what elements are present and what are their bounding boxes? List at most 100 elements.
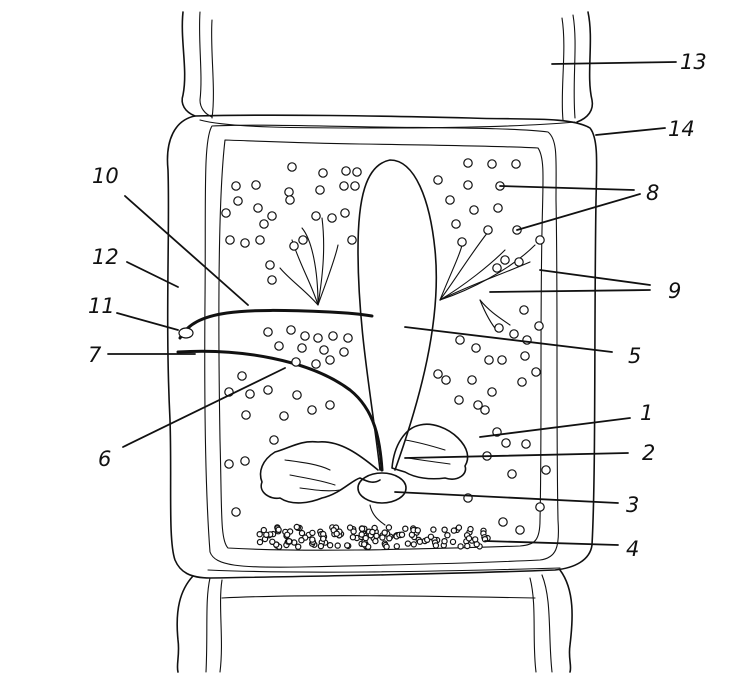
granule: [315, 185, 325, 195]
granule: [454, 395, 464, 405]
granule: [311, 211, 321, 221]
granule: [473, 400, 483, 410]
granule: [509, 329, 519, 339]
granule: [480, 405, 490, 415]
filament: [301, 227, 319, 306]
basal-body: [357, 472, 407, 504]
granule: [535, 235, 545, 245]
granule: [265, 260, 275, 270]
label-9: 9: [668, 279, 681, 303]
granule: [352, 167, 362, 177]
sediment-particle: [358, 525, 366, 532]
granule: [339, 347, 349, 357]
granule: [535, 502, 545, 512]
granule: [255, 235, 265, 245]
filament: [317, 217, 325, 306]
sediment-particle: [373, 532, 380, 540]
granule: [284, 187, 294, 197]
leader-1: [479, 417, 631, 438]
leader-5: [404, 326, 613, 353]
sediment-particle: [372, 537, 379, 545]
filament: [439, 249, 506, 301]
granule: [483, 225, 493, 235]
granule: [237, 371, 247, 381]
granule: [289, 241, 299, 251]
label-11: 11: [88, 294, 115, 318]
label-1: 1: [640, 401, 653, 425]
granule: [300, 331, 310, 341]
upper-cell-inner-left: [198, 11, 213, 118]
sediment-particle: [298, 537, 305, 544]
sediment-particle: [385, 524, 393, 531]
label-5: 5: [628, 344, 641, 368]
granule: [318, 168, 328, 178]
granule: [484, 355, 494, 365]
granule: [501, 438, 511, 448]
granule: [259, 219, 269, 229]
label-12: 12: [92, 245, 119, 269]
granule: [455, 335, 465, 345]
sediment-particle: [427, 533, 435, 541]
granule: [521, 439, 531, 449]
granule: [520, 351, 530, 361]
left-lobe-ridges: [284, 459, 341, 492]
leader-2: [404, 452, 629, 459]
leader-14: [595, 127, 666, 136]
sediment-particle: [275, 526, 282, 534]
upper-cell-inner-right: [572, 14, 576, 119]
leader-8b: [516, 193, 641, 231]
sediment-particle: [346, 524, 354, 531]
upper-cell-wall-left: [211, 19, 214, 119]
granule: [285, 195, 295, 205]
sediment-particle: [334, 542, 341, 549]
lower-cell-inner-right: [541, 574, 553, 673]
label-14: 14: [668, 117, 695, 141]
granule: [492, 263, 502, 273]
granule: [500, 255, 510, 265]
leader-13: [551, 61, 677, 65]
granule: [517, 377, 527, 387]
label-7: 7: [88, 343, 102, 367]
sediment-particle: [467, 525, 474, 533]
sediment-particle: [295, 543, 302, 550]
filament: [317, 244, 339, 306]
leader-11: [116, 312, 179, 331]
sediment-particle: [402, 525, 409, 532]
labels: 13 14 8 9 5 1 2 3 4 10 12 11 7 6: [88, 50, 707, 561]
granule: [319, 345, 329, 355]
sediment-particle: [383, 543, 390, 551]
granule: [267, 211, 277, 221]
lower-cell-top-contour: [221, 595, 536, 599]
sediment-particle: [284, 531, 291, 539]
leader-10: [124, 195, 249, 306]
cross-wall-top: [199, 119, 576, 129]
granule: [339, 181, 349, 191]
granule: [231, 181, 241, 191]
sediment-particle: [369, 528, 376, 536]
granule: [291, 357, 301, 367]
filament: [439, 244, 536, 301]
filament: [479, 299, 511, 326]
granule: [279, 411, 289, 421]
filament: [369, 504, 386, 526]
outer-cell-wall: [166, 114, 598, 579]
leader-lines: [107, 61, 677, 546]
main-cell-wall: [166, 114, 598, 579]
granule: [519, 305, 529, 315]
sediment-particle: [350, 528, 357, 535]
sediment-particle: [441, 538, 448, 545]
sediment-particle: [317, 542, 325, 550]
leader-9a: [539, 269, 651, 286]
granule: [307, 405, 317, 415]
granule: [451, 219, 461, 229]
granule: [313, 333, 323, 343]
granule: [263, 385, 273, 395]
granule: [531, 367, 541, 377]
lower-tube: [176, 349, 384, 472]
sediment-particle: [449, 538, 457, 546]
upper-cell-wall-right: [561, 17, 565, 121]
sediment-particle: [455, 524, 463, 531]
granule: [467, 375, 477, 385]
lower-cell-outer-right: [559, 569, 573, 673]
